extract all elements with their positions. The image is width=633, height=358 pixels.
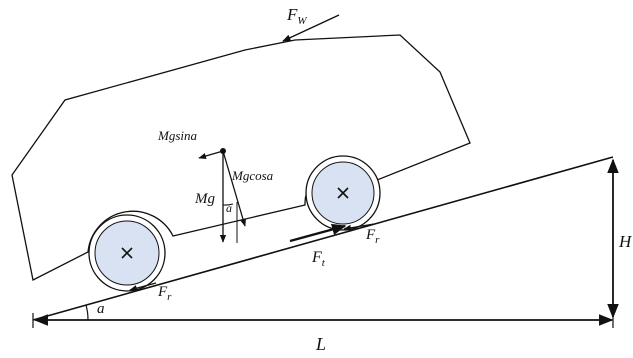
rear-rolling-force-arrow xyxy=(129,282,157,292)
wind-force-label: FW xyxy=(286,5,307,27)
slope-line xyxy=(32,156,614,321)
slope-angle-label: a xyxy=(97,301,105,317)
front-rolling-force-arrow xyxy=(343,223,375,231)
rear-rolling-force-label: Fr xyxy=(157,284,172,303)
car-body-outline xyxy=(11,34,471,281)
wind-force-arrow xyxy=(282,14,340,42)
length-label: L xyxy=(315,334,326,354)
mgsina-arrow xyxy=(198,150,224,160)
slope-angle-arc xyxy=(85,304,89,321)
mgsina-label: Mgsina xyxy=(157,128,198,143)
rear-wheel-hub-icon xyxy=(121,247,133,259)
mgcosa-arrow xyxy=(222,150,247,227)
traction-force-label: Ft xyxy=(311,249,326,269)
height-label: H xyxy=(618,232,633,251)
front-rolling-force-label: Fr xyxy=(365,227,380,246)
mass-angle-arc xyxy=(222,203,234,206)
traction-force-arrow xyxy=(289,223,347,243)
mgcosa-label: Mgcosa xyxy=(231,168,274,183)
front-wheel-hub-icon xyxy=(337,187,349,199)
mass-angle-label: a xyxy=(226,201,232,215)
mg-label: Mg xyxy=(194,191,215,207)
